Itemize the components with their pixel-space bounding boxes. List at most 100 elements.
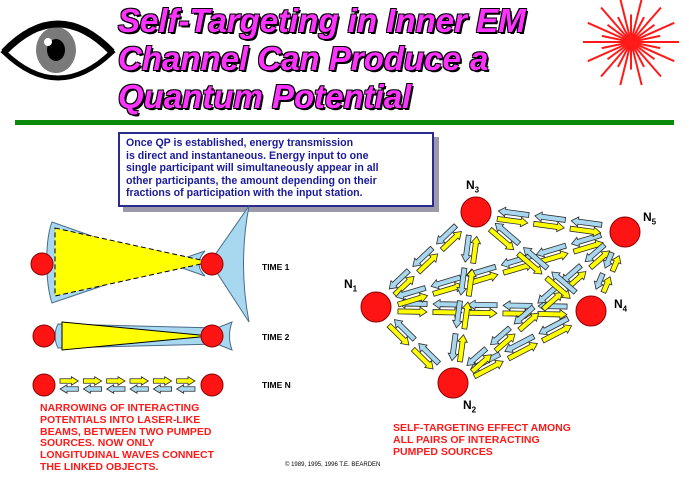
network-arrow <box>436 223 459 245</box>
caption-line: LONGITUDINAL WAVES CONNECT <box>40 449 215 462</box>
network-arrow <box>600 276 613 294</box>
caption-line: SELF-TARGETING EFFECT AMONG <box>393 422 571 434</box>
beam-arrow <box>59 376 80 386</box>
network-arrow <box>456 334 468 363</box>
network-arrow <box>490 325 512 346</box>
right-caption: SELF-TARGETING EFFECT AMONG ALL PAIRS OF… <box>393 422 571 458</box>
network-arrow <box>469 354 492 374</box>
network-arrow <box>467 299 498 311</box>
network-arrow <box>538 315 570 336</box>
network-arrow <box>609 254 622 273</box>
starburst-ray <box>587 41 632 63</box>
network-arrow <box>472 359 504 380</box>
network-arrow <box>418 343 442 366</box>
starburst-ray <box>600 41 632 78</box>
node-label-n2: N2 <box>463 398 477 415</box>
info-line: single participant will simultaneously a… <box>126 162 379 174</box>
node-label-n1: N1 <box>344 277 358 294</box>
network-arrow <box>430 274 462 290</box>
starburst-ray <box>587 21 632 43</box>
network-arrow <box>602 250 615 269</box>
network-arrow <box>388 268 411 290</box>
network-arrow <box>487 226 515 251</box>
node-label-n5: N5 <box>643 210 657 227</box>
starburst-ray <box>600 6 632 43</box>
beam-arrow <box>152 384 173 394</box>
beam-arrow <box>175 384 196 394</box>
network-arrow <box>456 267 468 296</box>
network-arrow <box>439 230 462 253</box>
source-node <box>32 324 56 348</box>
node-n4 <box>575 295 607 327</box>
beam-arrow <box>59 384 79 394</box>
time-label: TIME N <box>262 380 291 390</box>
network-arrow <box>535 242 567 258</box>
divider-rule <box>15 120 674 125</box>
network-arrow <box>502 299 533 312</box>
source-node <box>32 373 56 397</box>
starburst-ray <box>619 0 632 43</box>
node-label-n3: N3 <box>466 178 480 195</box>
network-arrow <box>447 332 459 362</box>
network-arrow <box>470 235 482 264</box>
starburst-ray <box>630 41 662 78</box>
beam-arrow <box>105 384 126 394</box>
starburst-ray <box>619 41 632 86</box>
network-arrow <box>532 220 565 233</box>
beam-arrow <box>82 384 103 394</box>
beam-diagram <box>30 205 250 397</box>
network-arrow <box>493 333 516 354</box>
info-line: fractions of participation with the inpu… <box>126 187 363 199</box>
eye-icon <box>0 20 116 81</box>
network-arrow <box>541 324 573 344</box>
caption-line: PUMPED SOURCES <box>393 445 493 458</box>
caption-line: BEAMS, BETWEEN TWO PUMPED <box>40 425 212 438</box>
node-label-n4: N4 <box>614 297 628 314</box>
starburst-ray <box>630 0 643 43</box>
time-label: TIME 2 <box>262 332 290 342</box>
starburst-core <box>626 37 636 47</box>
node-n1 <box>360 291 392 323</box>
network-arrow <box>460 234 472 263</box>
starburst-ray <box>630 6 662 43</box>
network-arrow <box>517 312 540 333</box>
source-node <box>200 324 224 348</box>
info-box: Once QP is established, energy transmiss… <box>118 132 434 207</box>
network-arrow <box>386 322 410 346</box>
network-arrow <box>461 301 473 330</box>
network-arrow <box>416 253 439 275</box>
caption-line: ALL PAIRS OF INTERACTING <box>393 433 540 446</box>
network-arrow <box>513 304 536 325</box>
beam-arrow <box>152 376 173 386</box>
source-node <box>200 373 224 397</box>
node-n2 <box>437 367 469 399</box>
source-node <box>30 252 54 276</box>
network-arrow <box>593 272 606 290</box>
network-arrow <box>569 225 602 238</box>
source-node <box>200 252 224 276</box>
network-arrow <box>522 247 550 271</box>
copyright-notice: © 1989, 1995, 1996 T.E. BEARDEN <box>285 462 380 468</box>
network-arrow <box>467 307 498 319</box>
network-arrow <box>465 268 477 297</box>
starburst-ray <box>630 41 675 63</box>
beam-arrow <box>176 376 196 386</box>
network-arrow <box>551 271 578 295</box>
left-caption: NARROWING OF INTERACTING POTENTIALS INTO… <box>40 402 215 474</box>
beam-arrow <box>129 376 150 386</box>
starburst-ray <box>630 21 675 43</box>
beam-arrow <box>106 376 126 386</box>
network-arrow <box>544 275 571 299</box>
title-line: Channel Can Produce a <box>118 40 489 77</box>
network-arrow <box>451 300 463 329</box>
beam-arrow <box>82 376 103 386</box>
network-arrow <box>466 346 489 366</box>
info-line: other participants, the amount depending… <box>126 174 377 187</box>
info-line: is direct and instantaneous. Energy inpu… <box>126 149 369 162</box>
network-arrow <box>534 211 567 223</box>
starburst-icon <box>583 0 679 86</box>
beam-arrow <box>129 384 149 394</box>
network-arrow <box>397 306 428 318</box>
title-line: Quantum Potential <box>118 78 412 115</box>
caption-line: THE LINKED OBJECTS. <box>40 460 159 473</box>
